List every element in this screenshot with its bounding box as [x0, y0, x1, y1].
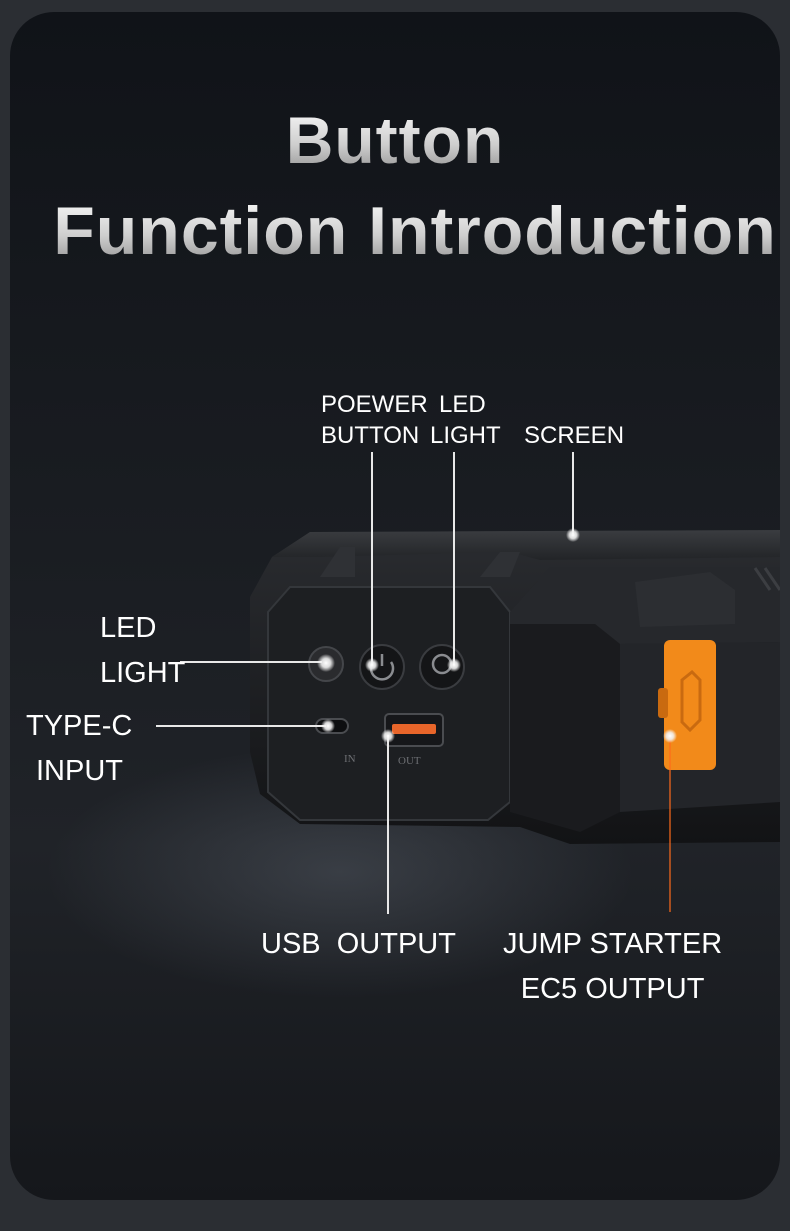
label-led-left-line2: LIGHT [100, 657, 186, 689]
label-power-button: POEWER BUTTON [321, 389, 428, 451]
label-jump-line2: EC5 OUTPUT [520, 973, 705, 1005]
product-card: Button Function Introduction [10, 12, 780, 1200]
label-led-top-line2: LIGHT [430, 422, 501, 449]
label-led-light-left: LED LIGHT [100, 606, 185, 696]
label-led-left-line1: LED [100, 612, 157, 644]
label-jump-starter: JUMP STARTER EC5 OUTPUT [503, 922, 722, 1012]
label-jump-line1: JUMP STARTER [503, 928, 723, 960]
label-typec-line2: INPUT [36, 755, 123, 787]
title-line-2: Function Introduction [30, 192, 780, 270]
label-usb-output: USB OUTPUT [261, 928, 456, 960]
label-power-line1: POEWER [321, 391, 428, 418]
callout-dots [317, 528, 677, 743]
label-type-c-input: TYPE-C INPUT [26, 704, 132, 794]
out-marking: OUT [398, 755, 421, 767]
ec5-cover [664, 640, 716, 770]
label-typec-line1: TYPE-C [26, 710, 133, 742]
title-line-1: Button [10, 102, 780, 178]
jump-starter-device [250, 530, 780, 844]
label-led-light-top: LED LIGHT [430, 389, 501, 451]
in-marking: IN [344, 753, 356, 765]
label-led-top-line1: LED [439, 391, 486, 418]
label-screen: SCREEN [524, 422, 625, 449]
leader-lines [156, 452, 671, 914]
label-power-line2: BUTTON [321, 422, 420, 449]
device-illustration: IN OUT [156, 452, 780, 914]
